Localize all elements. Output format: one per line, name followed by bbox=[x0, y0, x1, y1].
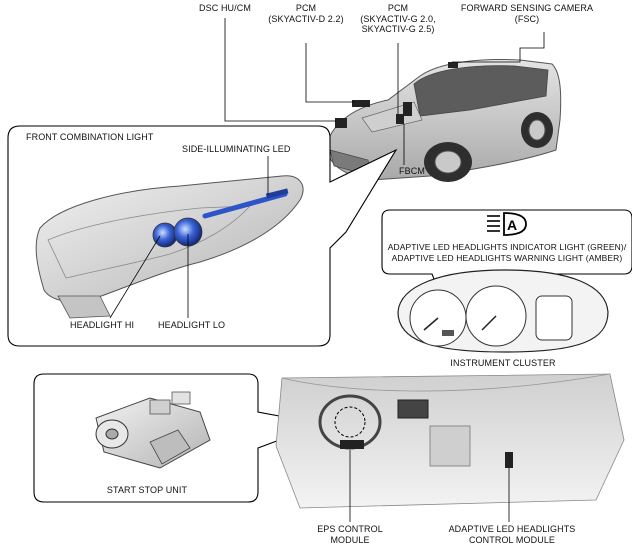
instrument-cluster bbox=[397, 269, 609, 353]
eps-control-module-shape bbox=[340, 440, 364, 449]
eps-control-module-label: EPS CONTROL MODULE bbox=[302, 524, 398, 545]
adaptive-led-headlights-control-module-shape bbox=[505, 452, 513, 468]
headlight-hi-label: HEADLIGHT HI bbox=[70, 320, 135, 330]
pcm-g-line-3: SKYACTIV-G 2.5) bbox=[361, 24, 435, 34]
fbcm-module bbox=[396, 114, 404, 124]
fsc-title: FORWARD SENSING CAMERA bbox=[460, 3, 594, 13]
indicator-line-1: ADAPTIVE LED HEADLIGHTS INDICATOR LIGHT … bbox=[387, 242, 627, 252]
headlight-lo-label: HEADLIGHT LO bbox=[158, 320, 226, 330]
pcm-g-module bbox=[403, 102, 412, 116]
start-stop-unit-illustration bbox=[95, 391, 211, 469]
headlamp-assembly bbox=[35, 175, 304, 319]
pcm-skyactiv-d-label: PCM (SKYACTIV-D 2.2) bbox=[256, 3, 356, 24]
side-illuminating-led-strip bbox=[202, 191, 288, 219]
adaptive-led-headlight-icon: A bbox=[487, 212, 527, 236]
pcm-g-line-2: (SKYACTIV-G 2.0, bbox=[360, 13, 436, 24]
fbcm-label: FBCM bbox=[399, 166, 425, 176]
headlamp-leader-lines bbox=[109, 156, 269, 319]
pcm-g-title: PCM bbox=[387, 3, 409, 13]
side-illuminating-led-label: SIDE-ILLUMINATING LED bbox=[182, 144, 291, 154]
dsc-hu-cm-module bbox=[335, 118, 347, 128]
eps-line-1: EPS CONTROL bbox=[317, 524, 383, 534]
car-leader-lines bbox=[224, 18, 545, 165]
headlight-hi-lens bbox=[152, 222, 178, 248]
vehicle-illustration bbox=[325, 59, 562, 182]
svg-text:A: A bbox=[507, 217, 517, 233]
fsc-abbrev: (FSC) bbox=[514, 13, 540, 24]
instrument-cluster-label: INSTRUMENT CLUSTER bbox=[450, 358, 556, 368]
start-stop-unit-label: START STOP UNIT bbox=[106, 485, 188, 495]
pcm-d-module bbox=[352, 100, 370, 107]
adaptive-led-indicator-label: ADAPTIVE LED HEADLIGHTS INDICATOR LIGHT … bbox=[383, 242, 631, 263]
eps-line-2: MODULE bbox=[330, 534, 370, 545]
pcm-d-title: PCM bbox=[295, 3, 317, 13]
front-combination-light-label: FRONT COMBINATION LIGHT bbox=[26, 132, 154, 142]
pcm-skyactiv-g-label: PCM (SKYACTIV-G 2.0, SKYACTIV-G 2.5) bbox=[350, 3, 446, 35]
dsc-hu-cm-label: DSC HU/CM bbox=[199, 3, 251, 13]
alh-line-1: ADAPTIVE LED HEADLIGHTS bbox=[448, 524, 576, 534]
interior-leader-lines bbox=[349, 450, 510, 522]
interior-dashboard-illustration bbox=[275, 373, 625, 509]
alh-line-2: CONTROL MODULE bbox=[468, 534, 556, 545]
forward-sensing-camera-label: FORWARD SENSING CAMERA (FSC) bbox=[458, 3, 596, 24]
forward-sensing-camera bbox=[448, 62, 458, 68]
indicator-line-2: ADAPTIVE LED HEADLIGHTS WARNING LIGHT (A… bbox=[391, 252, 623, 263]
pcm-d-subtitle: (SKYACTIV-D 2.2) bbox=[268, 13, 344, 24]
adaptive-led-headlights-control-module-label: ADAPTIVE LED HEADLIGHTS CONTROL MODULE bbox=[438, 524, 586, 545]
